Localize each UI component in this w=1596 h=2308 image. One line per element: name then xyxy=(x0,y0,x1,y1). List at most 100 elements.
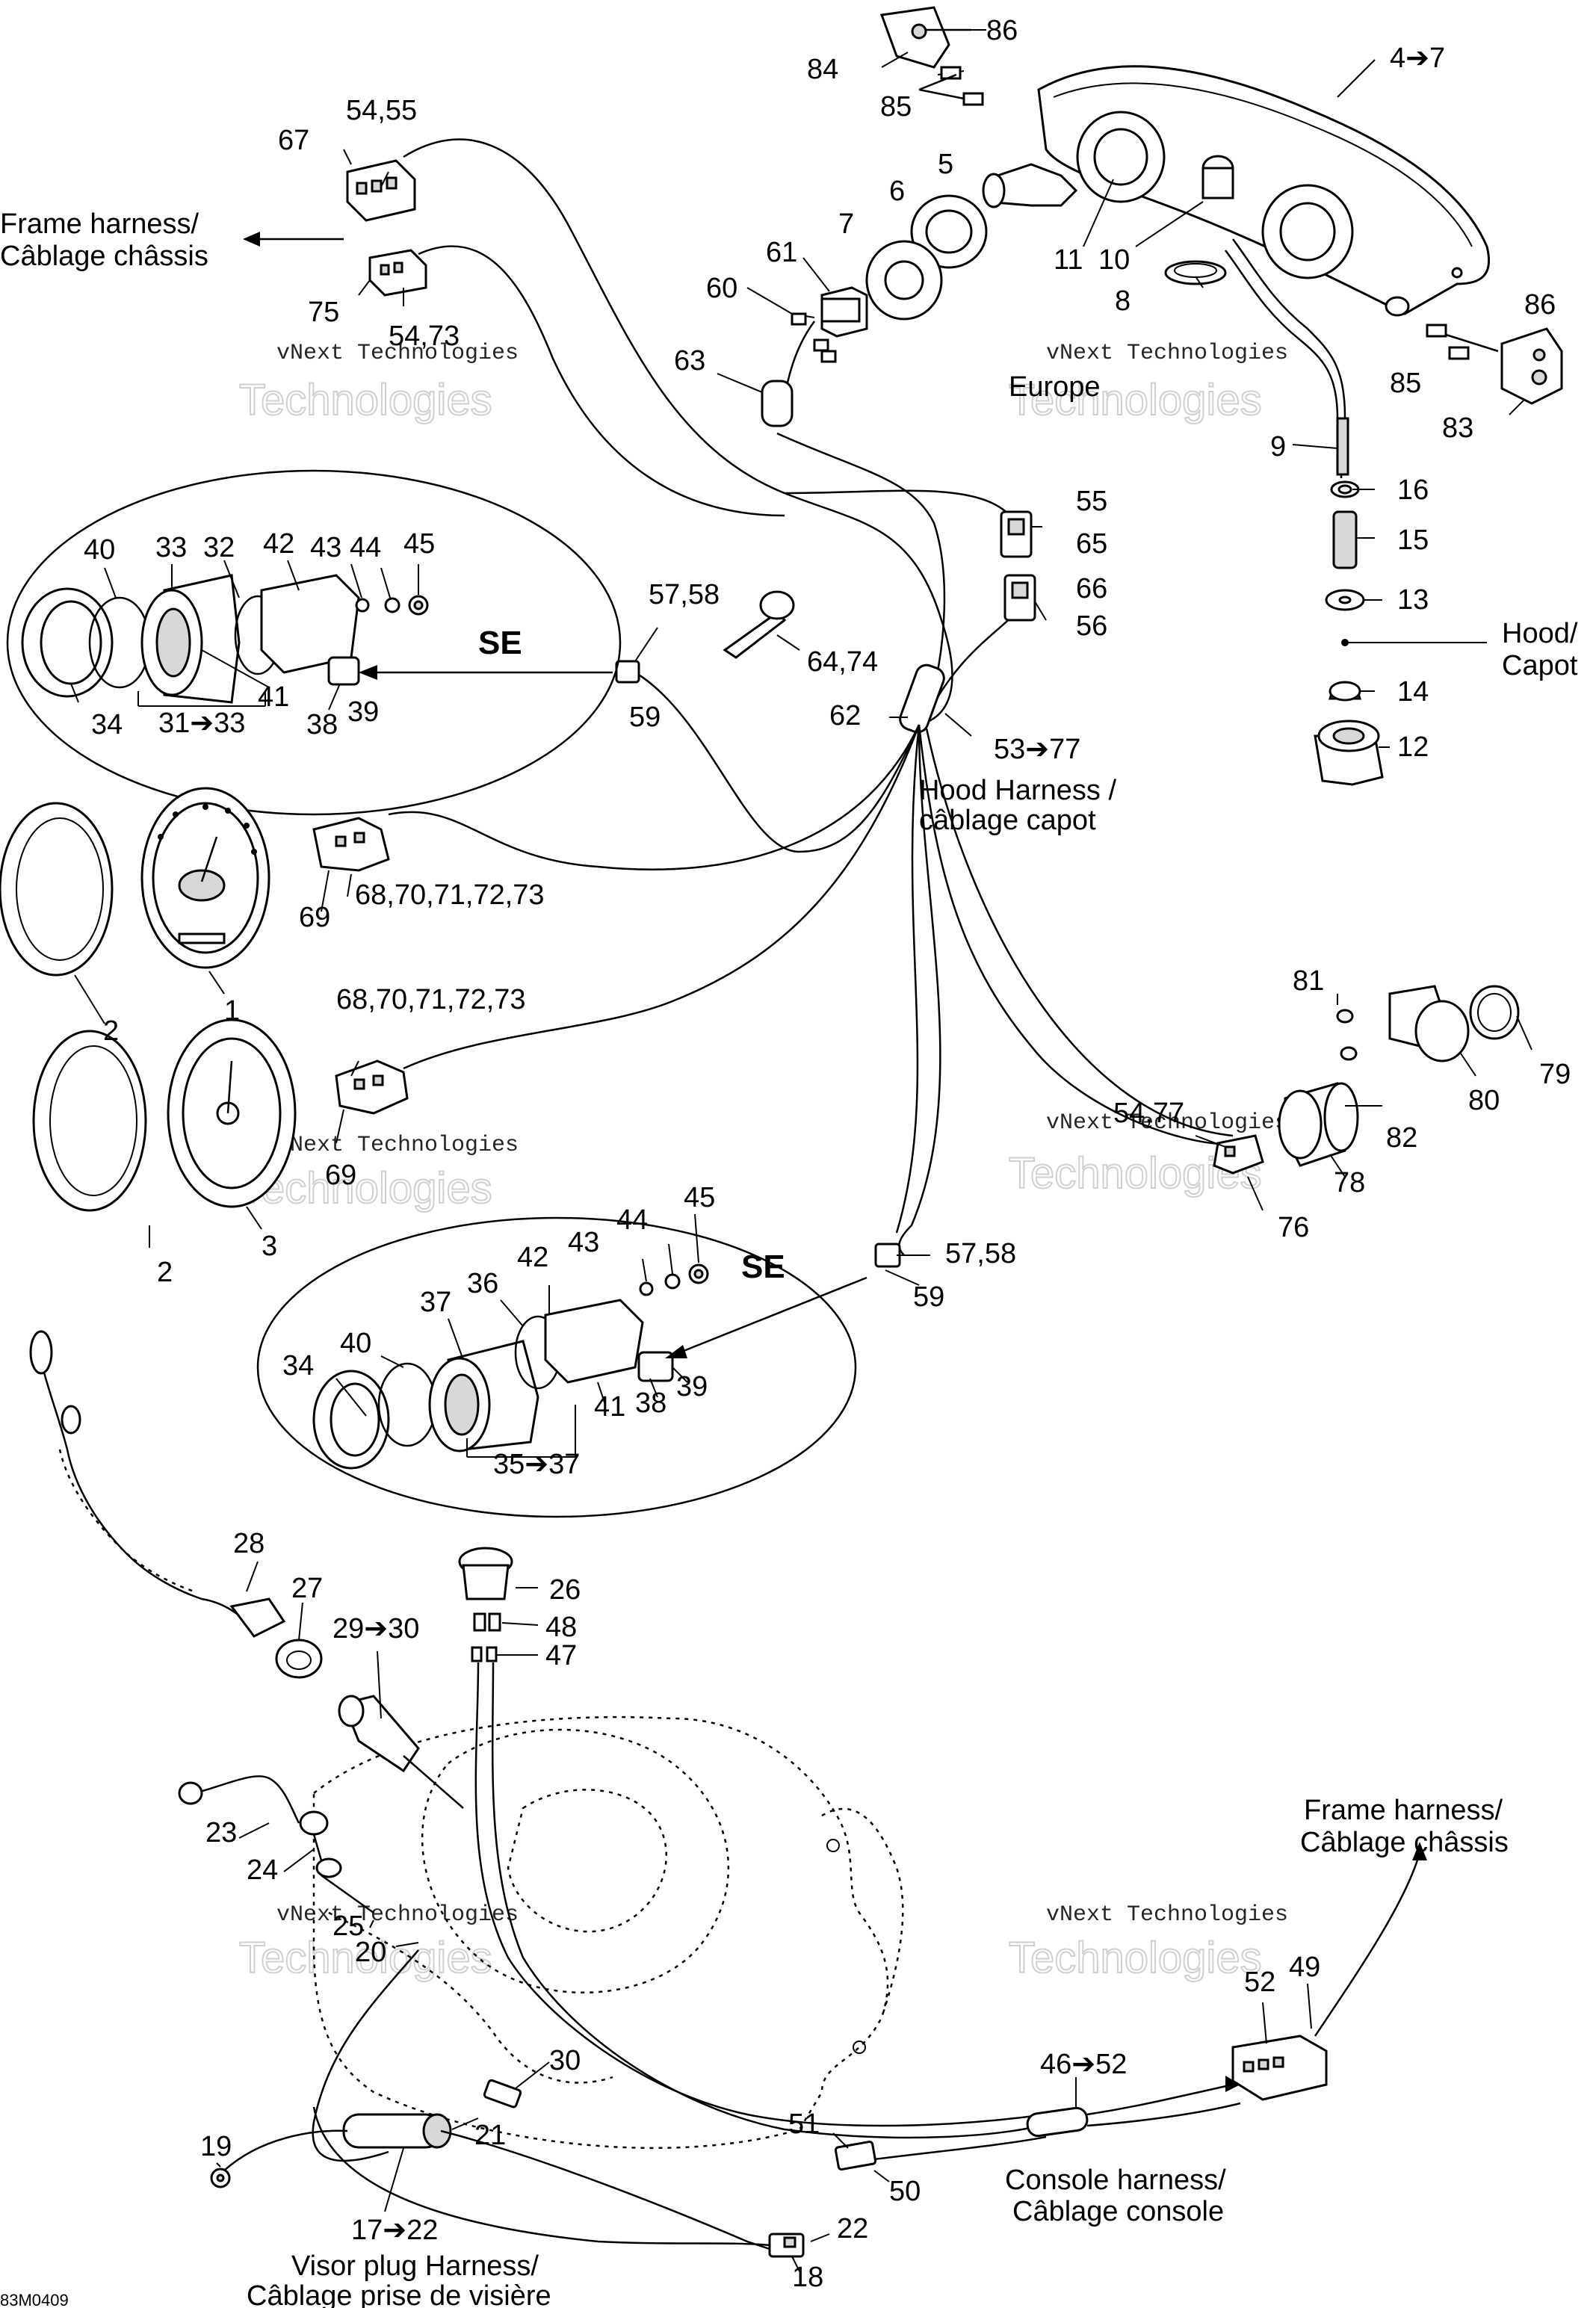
callout-45-top: 45 xyxy=(403,528,435,560)
callout-56: 56 xyxy=(1076,610,1107,642)
callout-36: 36 xyxy=(467,1268,498,1299)
callout-60: 60 xyxy=(706,273,737,304)
callout-86-right: 86 xyxy=(1524,289,1556,321)
hood-label-en: Hood/ xyxy=(1502,618,1578,649)
callout-75: 75 xyxy=(308,297,339,328)
se-label-top: SE xyxy=(478,625,522,661)
connector-69-top xyxy=(312,817,390,872)
callout-85-right: 85 xyxy=(1390,368,1421,399)
callout-67: 67 xyxy=(278,125,309,156)
callout-23: 23 xyxy=(205,1817,237,1848)
callout-31-33: 31➔33 xyxy=(158,708,245,739)
callout-41-top: 41 xyxy=(258,681,289,713)
console-outline xyxy=(312,1715,904,2150)
callout-54-73: 54,73 xyxy=(389,321,460,352)
callout-53-77: 53➔77 xyxy=(994,734,1080,765)
callout-32: 32 xyxy=(203,532,235,563)
lanyard-coil xyxy=(29,1330,286,1638)
callout-84: 84 xyxy=(807,54,838,85)
leader-lines xyxy=(70,29,1532,2272)
callout-44-bottom: 44 xyxy=(616,1204,648,1236)
callout-3: 3 xyxy=(262,1231,277,1262)
callout-54-55: 54,55 xyxy=(346,95,417,126)
se-top-group xyxy=(6,469,622,816)
connector-30 xyxy=(483,2079,522,2109)
callout-69-top: 69 xyxy=(299,902,330,933)
callout-42-bottom: 42 xyxy=(517,1242,548,1273)
frame-harness-top-fr: Câblage châssis xyxy=(0,241,208,272)
callout-29-30: 29➔30 xyxy=(332,1613,419,1645)
callout-59-top: 59 xyxy=(629,702,661,733)
callout-47: 47 xyxy=(545,1640,577,1671)
callout-16: 16 xyxy=(1397,474,1429,506)
callout-61: 61 xyxy=(766,237,797,268)
callout-22: 22 xyxy=(837,2213,868,2244)
console-harness xyxy=(834,1842,1427,2171)
callout-65: 65 xyxy=(1076,528,1107,560)
watermark-4: vNext Technologies xyxy=(1046,1110,1288,1136)
callout-78: 78 xyxy=(1334,1167,1365,1198)
watermark-1: vNext Technologies xyxy=(276,341,519,366)
callout-27: 27 xyxy=(291,1573,323,1604)
callout-9: 9 xyxy=(1270,431,1286,462)
se-bottom-group xyxy=(256,1216,867,1518)
visor-harness xyxy=(210,1949,805,2258)
callout-2-bottom: 2 xyxy=(157,1257,173,1288)
callout-24: 24 xyxy=(247,1854,278,1886)
callout-81: 81 xyxy=(1293,965,1324,997)
callout-86-top: 86 xyxy=(986,15,1018,46)
callout-46-52: 46➔52 xyxy=(1040,2049,1127,2080)
callout-34-bottom: 34 xyxy=(282,1350,314,1382)
callout-15: 15 xyxy=(1397,525,1429,556)
callout-26: 26 xyxy=(549,1574,581,1606)
switch-23-24 xyxy=(178,1775,374,1914)
cable-tie-64 xyxy=(723,590,795,659)
callout-25: 25 xyxy=(332,1911,364,1942)
callout-68-bottom: 68,70,71,72,73 xyxy=(336,984,526,1015)
connector-56 xyxy=(1003,574,1036,622)
connector-59-bottom xyxy=(874,1243,901,1268)
callout-2-top: 2 xyxy=(103,1015,119,1047)
callout-43-top: 43 xyxy=(310,532,341,563)
callout-62: 62 xyxy=(829,700,861,731)
callout-17-22: 17➔22 xyxy=(351,2215,438,2246)
callout-21: 21 xyxy=(474,2120,506,2151)
callout-85-top: 85 xyxy=(880,91,912,123)
frame-harness-arrow-top xyxy=(243,232,344,247)
callout-76: 76 xyxy=(1278,1212,1309,1243)
speedometer-group xyxy=(0,787,270,977)
connector-67 xyxy=(346,159,416,222)
callout-14: 14 xyxy=(1397,676,1429,708)
callout-35-37: 35➔37 xyxy=(493,1449,580,1480)
watermark-6b: Technologies xyxy=(1009,1934,1262,1982)
connector-59-top xyxy=(615,660,640,684)
bracket-84 xyxy=(879,6,984,106)
callout-4-7: 4➔7 xyxy=(1390,43,1445,74)
callout-52: 52 xyxy=(1244,1967,1275,1998)
callout-48: 48 xyxy=(545,1612,577,1643)
callout-12: 12 xyxy=(1397,731,1429,763)
callout-63: 63 xyxy=(674,345,705,377)
diagram-code: 83M0409 xyxy=(0,2291,69,2308)
callout-69-bottom: 69 xyxy=(325,1160,356,1191)
callout-42-top: 42 xyxy=(263,528,294,560)
callout-13: 13 xyxy=(1397,584,1429,616)
callout-8: 8 xyxy=(1115,285,1130,317)
callout-37: 37 xyxy=(420,1287,451,1318)
callout-83: 83 xyxy=(1442,412,1473,444)
callout-57-58-top: 57,58 xyxy=(649,579,720,610)
console-harness-en: Console harness/ xyxy=(1005,2165,1226,2196)
connector-65 xyxy=(1000,510,1033,558)
callout-49: 49 xyxy=(1289,1952,1320,1983)
callout-51: 51 xyxy=(788,2109,820,2140)
callout-38-top: 38 xyxy=(306,709,338,740)
callout-19: 19 xyxy=(200,2131,232,2162)
watermark-5b: Technologies xyxy=(239,1934,492,1982)
console-harness-fr: Câblage console xyxy=(1012,2196,1224,2227)
hood-mount-hardware xyxy=(1224,238,1384,786)
callout-82: 82 xyxy=(1386,1122,1417,1154)
callout-7: 7 xyxy=(838,208,854,240)
clamp-8 xyxy=(1164,260,1227,285)
se-label-bottom: SE xyxy=(741,1249,785,1285)
watermark-1b: Technologies xyxy=(239,376,492,424)
